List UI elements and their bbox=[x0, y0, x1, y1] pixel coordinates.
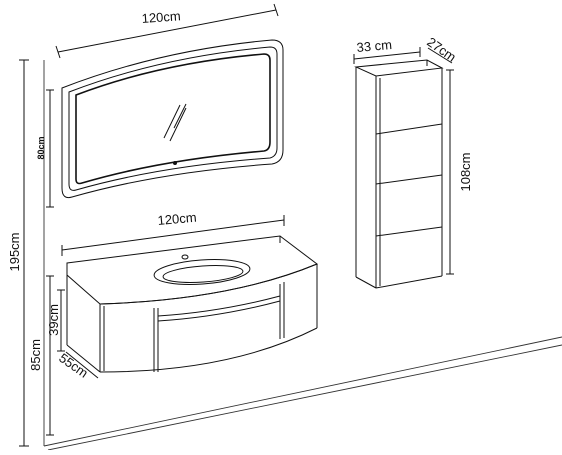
label-vanity-depth: 55cm bbox=[56, 350, 91, 381]
mirror bbox=[61, 39, 284, 199]
touch-sensor-icon bbox=[173, 161, 177, 165]
cabinet-height-dimension: 108cm bbox=[446, 69, 473, 275]
cabinet-depth-dimension: 27cm bbox=[424, 34, 459, 65]
label-cabinet-width: 33 cm bbox=[356, 37, 393, 55]
cabinet-width-dimension: 33 cm bbox=[353, 37, 421, 64]
label-floor-to-top: 85cm bbox=[28, 339, 43, 371]
floor-wall-line bbox=[43, 336, 562, 447]
basin bbox=[153, 259, 251, 285]
vanity-width-dimension: 120cm bbox=[61, 210, 285, 256]
floor-line bbox=[47, 344, 562, 451]
mirror-width-dimension: 120cm bbox=[55, 3, 279, 59]
label-vanity-height: 39cm bbox=[46, 304, 61, 336]
vanity-height-dimension: 39cm bbox=[46, 289, 65, 352]
label-cabinet-height: 108cm bbox=[458, 152, 473, 191]
floor-to-top-dimension: 85cm bbox=[28, 275, 54, 436]
label-total-height: 195cm bbox=[7, 232, 22, 271]
label-cabinet-depth: 27cm bbox=[424, 34, 459, 65]
room-lines bbox=[43, 60, 562, 451]
label-mirror-height: 80cm bbox=[36, 136, 46, 159]
total-height-dimension: 195cm bbox=[7, 59, 29, 447]
tall-cabinet bbox=[354, 59, 444, 289]
mirror-height-dimension: 80cm bbox=[36, 89, 54, 208]
tap-hole-icon bbox=[181, 254, 189, 260]
vanity-unit bbox=[66, 235, 318, 373]
label-mirror-width: 120cm bbox=[141, 8, 181, 26]
label-vanity-width: 120cm bbox=[157, 210, 197, 228]
